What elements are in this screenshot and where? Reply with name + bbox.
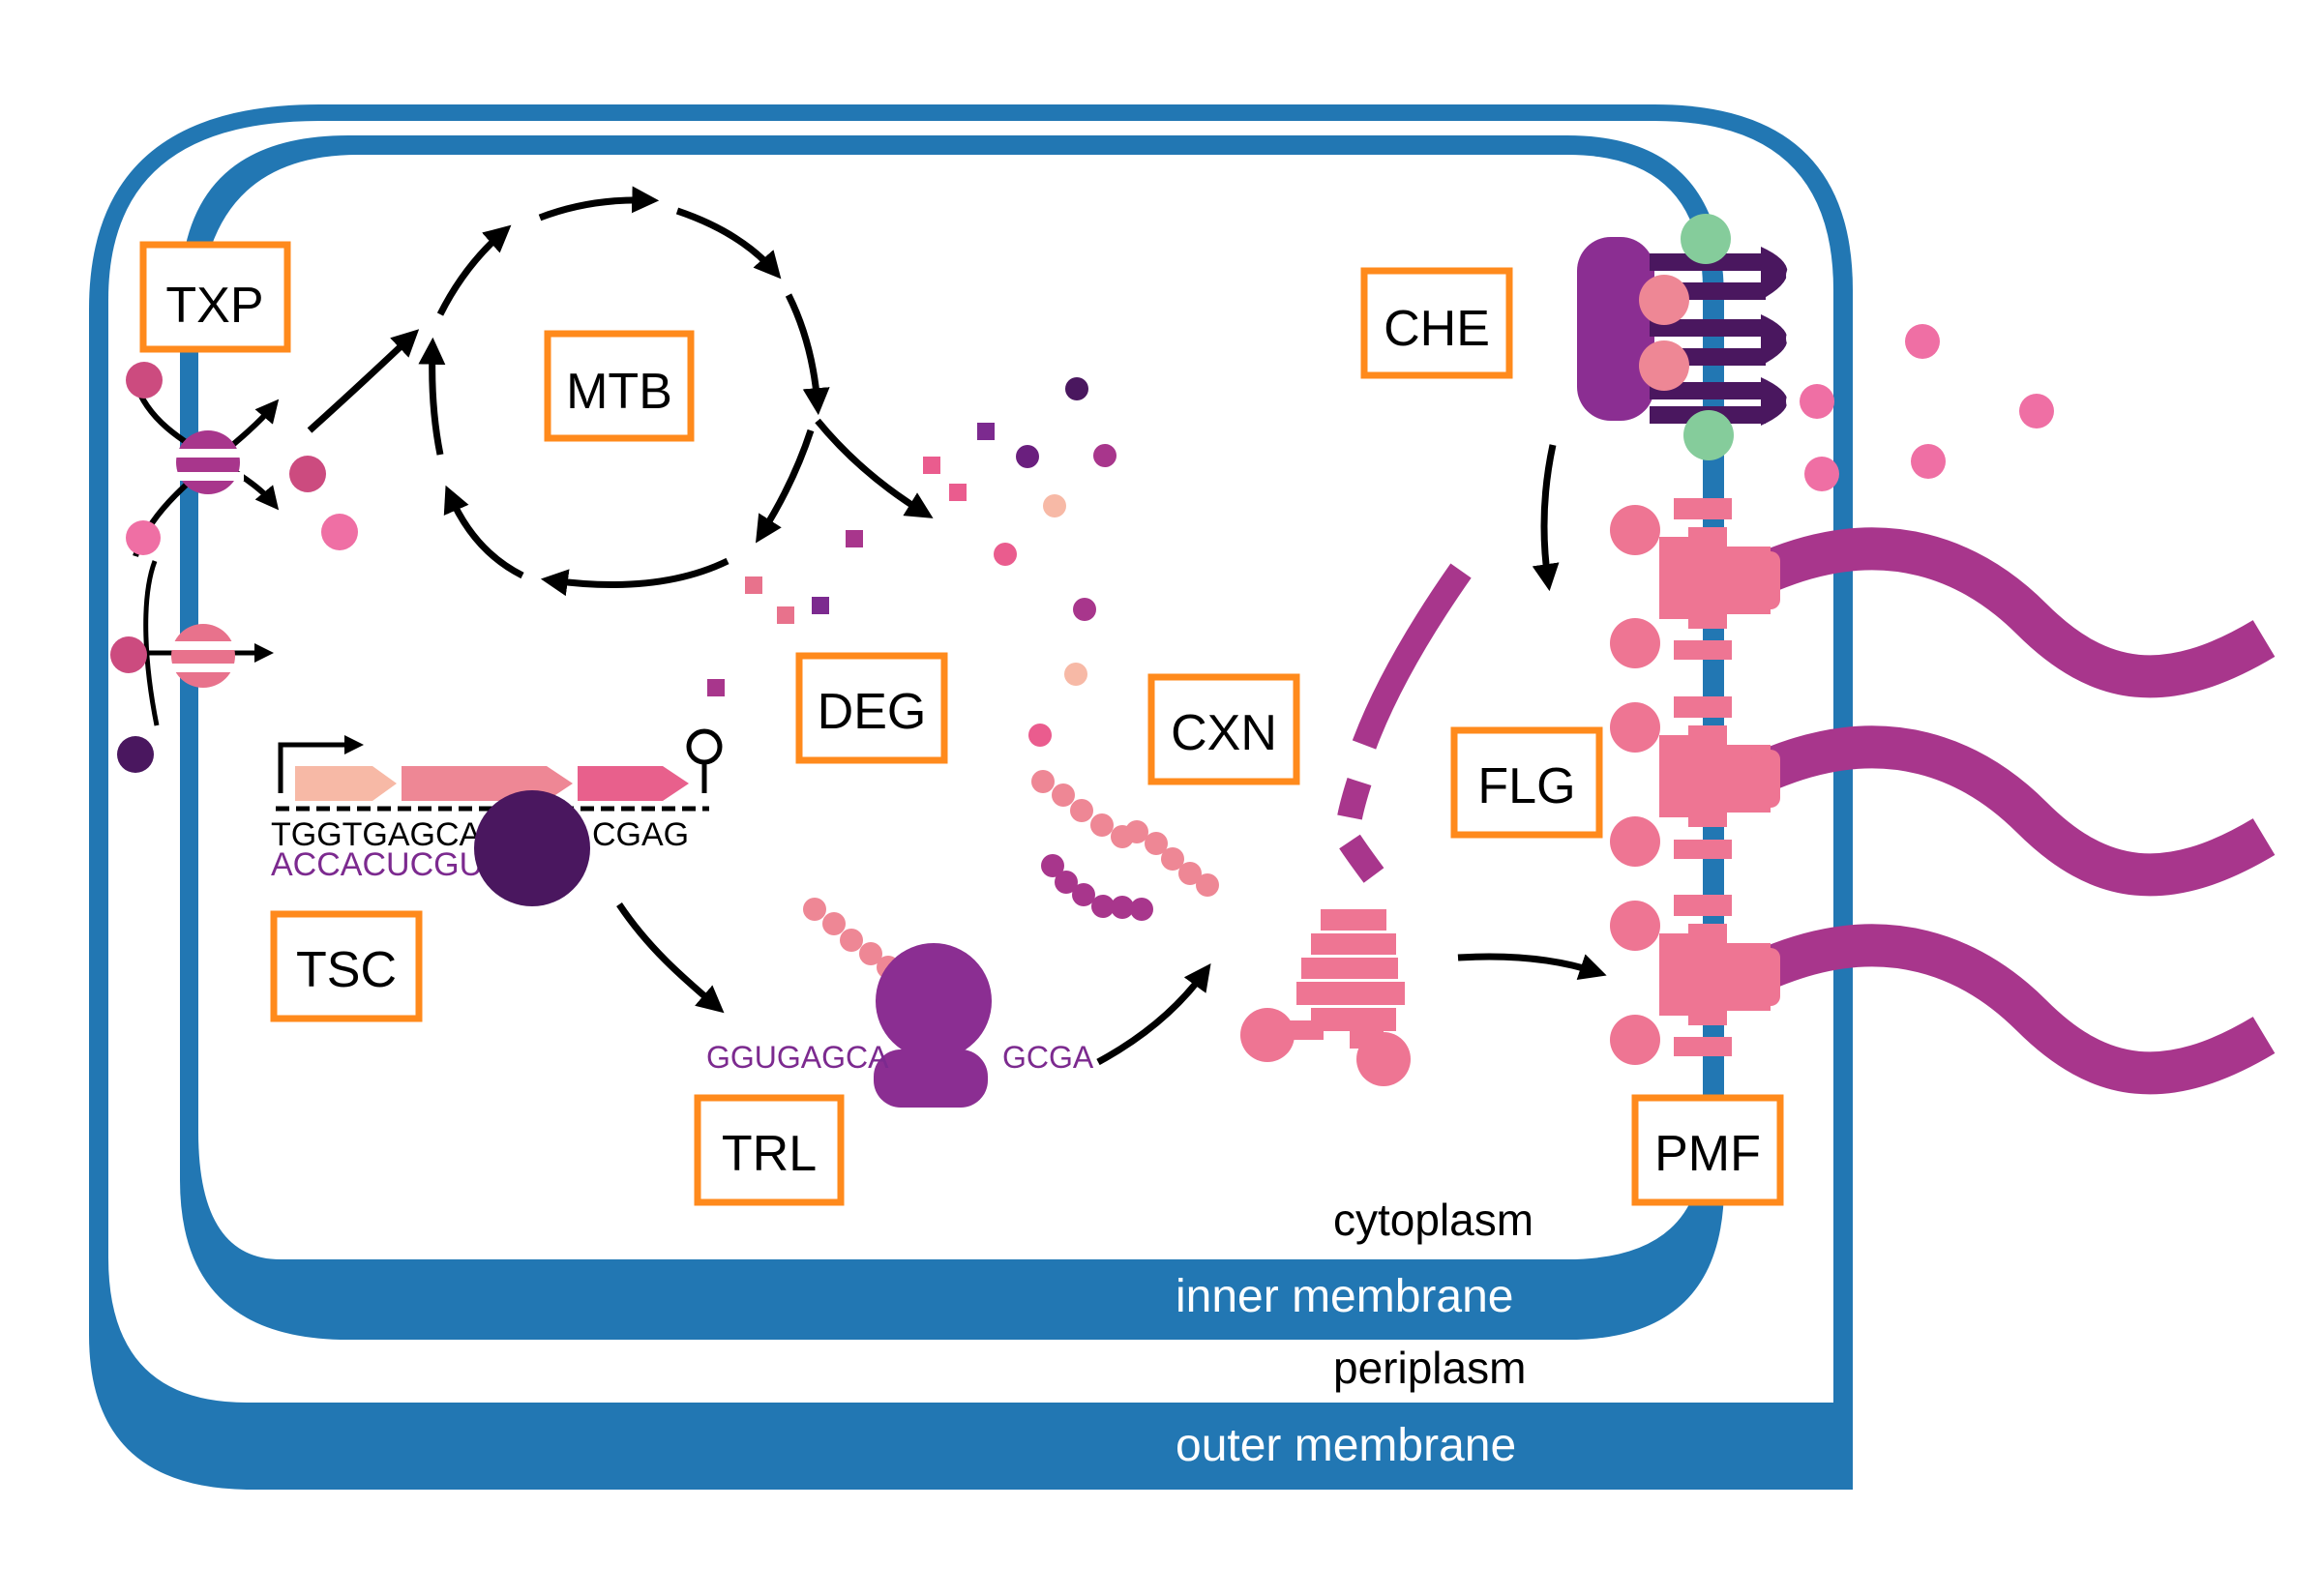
translation: GGUGAGCA GCGA bbox=[706, 898, 1211, 1108]
process-labels: TXP MTB DEG TSC TRL CXN CHE FLG PMF bbox=[139, 241, 1784, 1206]
terminator-loop bbox=[686, 728, 723, 765]
transporter-protein bbox=[172, 430, 244, 494]
label-deg: DEG bbox=[818, 684, 927, 740]
transcription: TGGTGAGCA CGAG ACCACUCGU bbox=[271, 728, 725, 1014]
mrna-sequence: GGUGAGCA bbox=[706, 1040, 889, 1075]
rna-polymerase bbox=[474, 790, 590, 906]
label-tsc: TSC bbox=[296, 942, 397, 998]
flagellum-assembly bbox=[1240, 563, 1607, 1086]
label-trl: TRL bbox=[722, 1126, 817, 1182]
flagella bbox=[1610, 498, 2276, 1095]
label-cxn: CXN bbox=[1171, 705, 1277, 761]
flagellar-motor-1 bbox=[1610, 498, 1780, 668]
label-mtb: MTB bbox=[566, 364, 672, 420]
ribosome bbox=[874, 943, 992, 1108]
flagellar-motor-3 bbox=[1610, 895, 1780, 1065]
transporters bbox=[110, 362, 358, 773]
outer-membrane-label: outer membrane bbox=[1176, 1420, 1516, 1471]
flagellum-filament-2 bbox=[1762, 725, 2276, 897]
protein-chains bbox=[1031, 770, 1219, 921]
cytoplasm-label: cytoplasm bbox=[1333, 1195, 1533, 1245]
label-flg: FLG bbox=[1477, 758, 1575, 814]
symporter-protein bbox=[166, 624, 242, 688]
flagellum-filament-1 bbox=[1762, 527, 2276, 698]
gene-3 bbox=[578, 766, 689, 801]
degradation-products bbox=[707, 377, 1116, 747]
dna-sequence-tail: CGAG bbox=[592, 816, 689, 853]
inner-membrane-label: inner membrane bbox=[1176, 1271, 1514, 1322]
chemoreceptor bbox=[1532, 214, 2054, 592]
promoter-arrow bbox=[278, 735, 364, 793]
flagellar-monomer bbox=[1240, 909, 1411, 1086]
rna-transcript: ACCACUCGU bbox=[271, 846, 483, 883]
flagellar-motor-2 bbox=[1610, 696, 1780, 867]
flagellum-filament-3 bbox=[1762, 924, 2276, 1095]
metabolism-cycle bbox=[307, 186, 934, 597]
label-che: CHE bbox=[1384, 301, 1490, 357]
label-pmf: PMF bbox=[1654, 1126, 1761, 1182]
dna-sequence: TGGTGAGCA bbox=[271, 816, 482, 853]
mrna-sequence-tail: GCGA bbox=[1002, 1040, 1094, 1075]
periplasm-label: periplasm bbox=[1333, 1343, 1526, 1393]
label-txp: TXP bbox=[165, 278, 263, 334]
gene-1 bbox=[295, 766, 397, 801]
